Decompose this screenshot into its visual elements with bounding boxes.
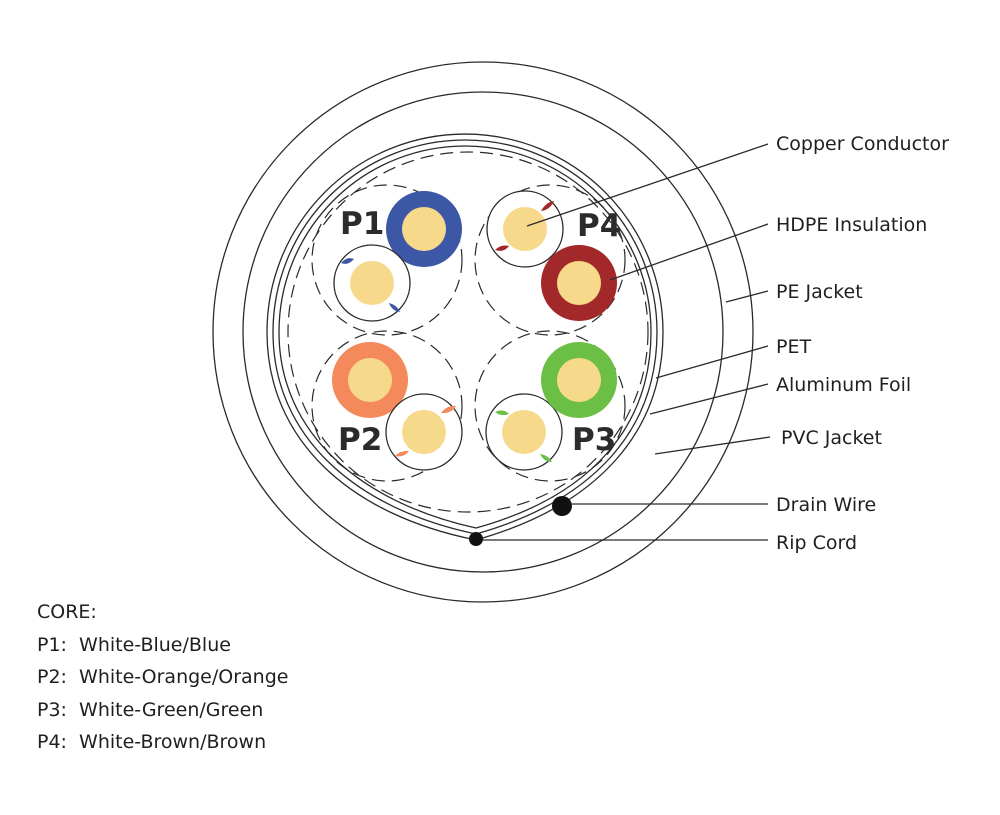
legend-row-p2: P2: White-Orange/Orange	[37, 666, 289, 688]
pair-label-p2: P2	[338, 422, 382, 458]
leader-copper-conductor	[526, 143, 769, 227]
p2-pair-shield	[311, 330, 463, 482]
leader-pe-jacket	[725, 290, 769, 303]
p3-white-conductor	[502, 410, 546, 454]
core-legend: CORE: P1: White-Blue/Blue P2: White-Oran…	[37, 596, 288, 759]
leader-pvc-jacket	[654, 436, 771, 455]
callout-drain-wire: Drain Wire	[776, 494, 876, 516]
p1-stripe	[341, 258, 354, 264]
p2-stripe	[441, 405, 456, 414]
pvc-jacket-outer-ring	[212, 61, 754, 603]
p1-pair-shield	[311, 184, 463, 336]
p4-stripe	[495, 245, 509, 251]
pet-layer	[272, 139, 658, 535]
callout-pvc-jacket: PVC Jacket	[781, 427, 882, 449]
pair-label-p3: P3	[572, 422, 616, 458]
p4-pair-shield	[474, 184, 626, 336]
callout-pe-jacket: PE Jacket	[776, 281, 863, 303]
p2-solid-conductor	[348, 358, 392, 402]
p3-solid-conductor	[557, 358, 601, 402]
legend-title: CORE:	[37, 601, 97, 623]
legend-row-p1: P1: White-Blue/Blue	[37, 633, 231, 656]
core-binder-dashed	[287, 151, 649, 513]
leader-pet	[655, 345, 769, 379]
legend-row-p3: P3: White-Green/Green	[37, 698, 264, 721]
callout-pet: PET	[776, 336, 811, 358]
p4-white-conductor	[503, 207, 547, 251]
callout-copper-conductor: Copper Conductor	[776, 133, 949, 155]
pe-jacket-ring	[242, 91, 724, 573]
p2-stripe	[395, 450, 409, 457]
p4-stripe	[541, 201, 554, 211]
p1-stripe	[389, 303, 400, 312]
p2-white-conductor	[402, 410, 446, 454]
inner-wrap-layer	[278, 145, 652, 529]
callout-aluminum-foil: Aluminum Foil	[776, 374, 911, 396]
p1-solid-conductor	[402, 207, 446, 251]
p3-pair-shield	[474, 330, 626, 482]
callout-hdpe-insulation: HDPE Insulation	[776, 214, 927, 236]
rip-cord	[469, 532, 483, 546]
p1-white-conductor	[350, 261, 394, 305]
p3-stripe	[495, 410, 509, 416]
p3-stripe	[540, 454, 552, 462]
p4-solid-conductor	[557, 261, 601, 305]
aluminum-foil-layer	[266, 133, 664, 541]
drain-wire	[552, 496, 572, 516]
pair-label-p1: P1	[340, 206, 384, 242]
callout-rip-cord: Rip Cord	[776, 532, 857, 554]
leader-aluminum-foil	[649, 383, 769, 415]
legend-row-p4: P4: White-Brown/Brown	[37, 731, 267, 753]
pair-label-p4: P4	[577, 208, 621, 244]
leader-hdpe-insulation	[609, 223, 769, 281]
